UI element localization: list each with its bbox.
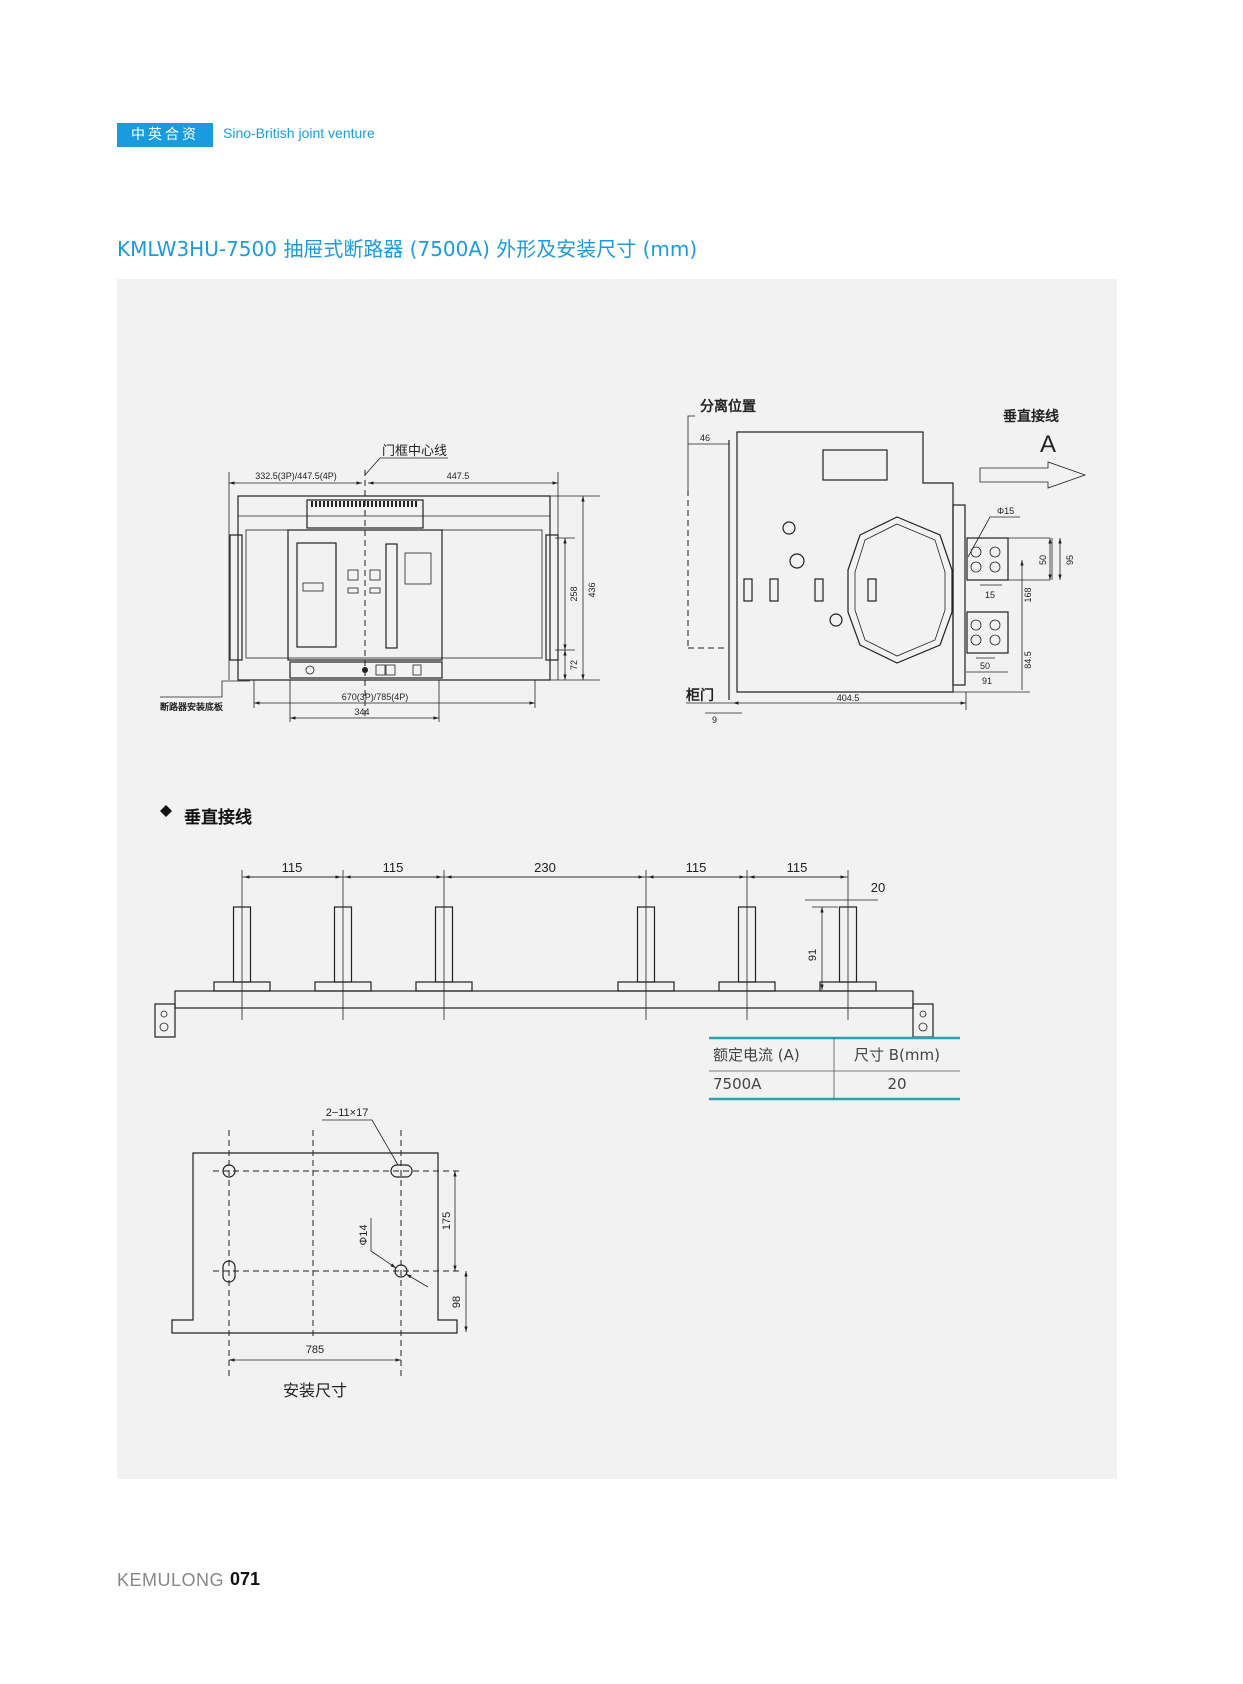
table-cell-current: 7500A: [713, 1075, 762, 1093]
phi15-label: Φ15: [997, 506, 1014, 516]
dim-right: 447.5: [447, 471, 470, 481]
dim-46: 46: [700, 433, 710, 443]
octagon-frame: [847, 516, 953, 664]
view-letter-a: A: [1040, 431, 1056, 458]
mount-slot: [222, 1260, 236, 1283]
spacing-1: 115: [282, 860, 303, 875]
terminal-upper: [966, 537, 1009, 581]
spacing-5: 115: [787, 860, 808, 875]
dim-91: 91: [982, 676, 992, 686]
dim-98: 98: [451, 1296, 463, 1308]
spacing-4: 115: [686, 860, 707, 875]
section-heading: 垂直接线: [184, 807, 252, 828]
dim-670-785: 670(3P)/785(4P): [342, 692, 409, 702]
page-title: KMLW3HU-7500 抽屉式断路器 (7500A) 外形及安装尺寸 (mm): [117, 237, 698, 261]
mounting-drawing: 2−11×17 Φ14 175 98 785 安装尺寸: [171, 1107, 468, 1400]
dim-168: 168: [1023, 587, 1033, 602]
diamond-bullet-icon: [160, 805, 172, 817]
spacing-3: 230: [534, 860, 556, 875]
dim-344: 344: [354, 707, 369, 717]
view-arrow-icon: [979, 461, 1087, 489]
dim-404-5: 404.5: [837, 693, 860, 703]
slot-label: 2−11×17: [326, 1107, 369, 1119]
busbar-base: [174, 990, 914, 1009]
vertical-wiring-label: 垂直接线: [1003, 408, 1059, 425]
mount-hole: [394, 1264, 408, 1278]
control-strip: [289, 661, 443, 679]
dim-20: 20: [871, 880, 885, 895]
isolated-position-label: 分离位置: [700, 398, 756, 415]
dim-15: 15: [985, 590, 995, 600]
page-number: 071: [230, 1569, 261, 1589]
trip-unit: [296, 542, 337, 648]
drawing-panel: [117, 279, 1117, 1479]
footer-brand: KEMULONG: [117, 1570, 225, 1590]
dim-72: 72: [569, 660, 579, 670]
breaker-side-body: [736, 431, 954, 693]
door-center-label: 门框中心线: [382, 444, 447, 459]
dim-175: 175: [441, 1212, 453, 1230]
table-header-size: 尺寸 B(mm): [854, 1046, 940, 1064]
table-header-current: 额定电流 (A): [713, 1046, 800, 1064]
busbar-section: 垂直接线 115 115 230 115 115 20 91: [154, 805, 934, 1038]
dim-left: 332.5(3P)/447.5(4P): [255, 471, 337, 481]
dim-50-horizontal: 50: [980, 661, 990, 671]
dim-91-busbar: 91: [807, 949, 819, 961]
cabinet-door-label: 柜门: [686, 687, 714, 704]
joint-venture-subtitle: Sino-British joint venture: [223, 125, 375, 141]
dim-50-vertical: 50: [1038, 555, 1048, 565]
mount-hole: [222, 1164, 236, 1178]
dim-95: 95: [1065, 555, 1075, 565]
dim-84-5: 84.5: [1023, 651, 1033, 669]
terminal-lower: [966, 611, 1009, 654]
table-cell-size: 20: [887, 1075, 906, 1093]
front-view: 332.5(3P)/447.5(4P) 447.5 门框中心线 436 258 …: [160, 444, 600, 722]
side-view: 分离位置 46 垂直接线 A Φ15 50 95 168 84.5: [686, 398, 1087, 725]
hole-label: Φ14: [358, 1224, 370, 1245]
spacing-2: 115: [383, 860, 404, 875]
mounting-caption: 安装尺寸: [283, 1381, 347, 1400]
dim-785: 785: [306, 1344, 324, 1356]
base-plate-label: 断路器安装底板: [160, 701, 224, 712]
dim-258: 258: [569, 586, 579, 601]
rating-table: 额定电流 (A) 尺寸 B(mm) 7500A 20: [709, 1036, 960, 1101]
mount-slot: [390, 1164, 413, 1178]
joint-venture-badge: 中英合资: [117, 123, 213, 147]
dim-9: 9: [712, 715, 717, 725]
dim-436: 436: [587, 582, 597, 597]
